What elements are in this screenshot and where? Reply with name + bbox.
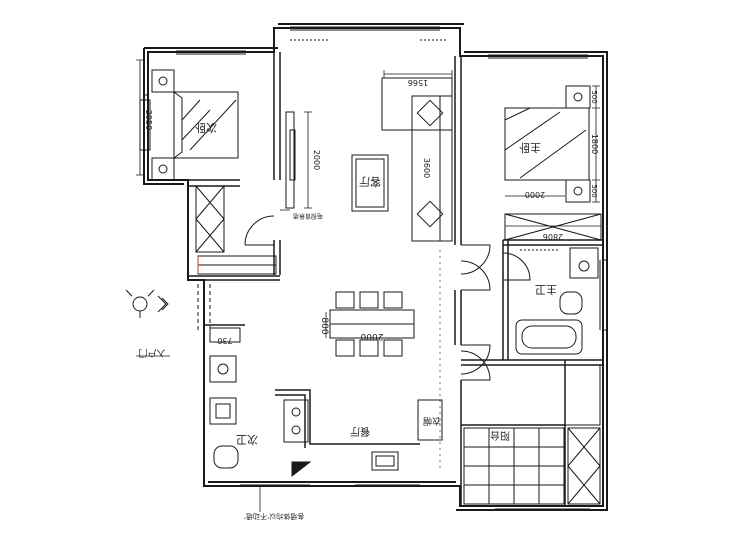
label-living: 客厅 [359, 175, 381, 189]
kitchen-fixtures [283, 399, 443, 478]
label-tv-wall: 电视背景墙 [293, 212, 323, 220]
dim-2000-bed: 2000 [525, 190, 545, 199]
room-labels: 次卧 客厅 主卧 主卫 次卫 餐厅 阳台 衣帽 电视背景墙 入户门 各墙体均以‘… [138, 121, 557, 521]
dimension-labels: 2950 2000 1566 3600 500 1800 500 2000 28… [144, 78, 599, 345]
dim-2000-tv: 2000 [312, 150, 321, 170]
dim-500-bot: 500 [590, 184, 598, 197]
entry-dashes [197, 284, 211, 330]
dim-1566: 1566 [408, 78, 428, 87]
label-bath-master: 主卫 [535, 283, 557, 296]
label-storage: 衣帽 [423, 415, 441, 427]
dim-1800: 1800 [590, 134, 599, 154]
dining-table [329, 291, 415, 357]
bedroom-right-furniture [504, 85, 602, 241]
dim-3600: 3600 [422, 158, 431, 178]
dim-800: 800 [319, 317, 329, 334]
label-bath-guest: 次卫 [236, 433, 258, 447]
entrance-arrow-icon [125, 289, 169, 318]
dimension-lines [136, 59, 601, 512]
dim-2950: 2950 [144, 110, 153, 130]
label-bedroom-left: 次卧 [195, 121, 217, 135]
outer-walls [143, 23, 608, 511]
label-dining: 餐厅 [350, 425, 370, 438]
balcony-floor [463, 364, 601, 505]
living-furniture [285, 39, 453, 242]
dim-2806: 2806 [543, 232, 563, 241]
label-note: 各墙体均以‘不动墙’ [244, 512, 304, 521]
windows [144, 23, 607, 510]
bedroom-left-furniture [139, 69, 239, 253]
label-entrance: 入户门 [138, 347, 165, 359]
bath-master-fixtures [515, 247, 599, 355]
dim-500-top: 500 [590, 90, 598, 103]
dim-2000-table: 2000 [360, 331, 383, 341]
label-bedroom-right: 主卧 [519, 141, 541, 154]
doors [244, 215, 531, 381]
label-balcony: 阳台 [490, 429, 510, 442]
bath-guest-fixtures [209, 327, 241, 469]
shoe-cabinet [197, 255, 277, 275]
dim-730: 730 [217, 336, 232, 345]
